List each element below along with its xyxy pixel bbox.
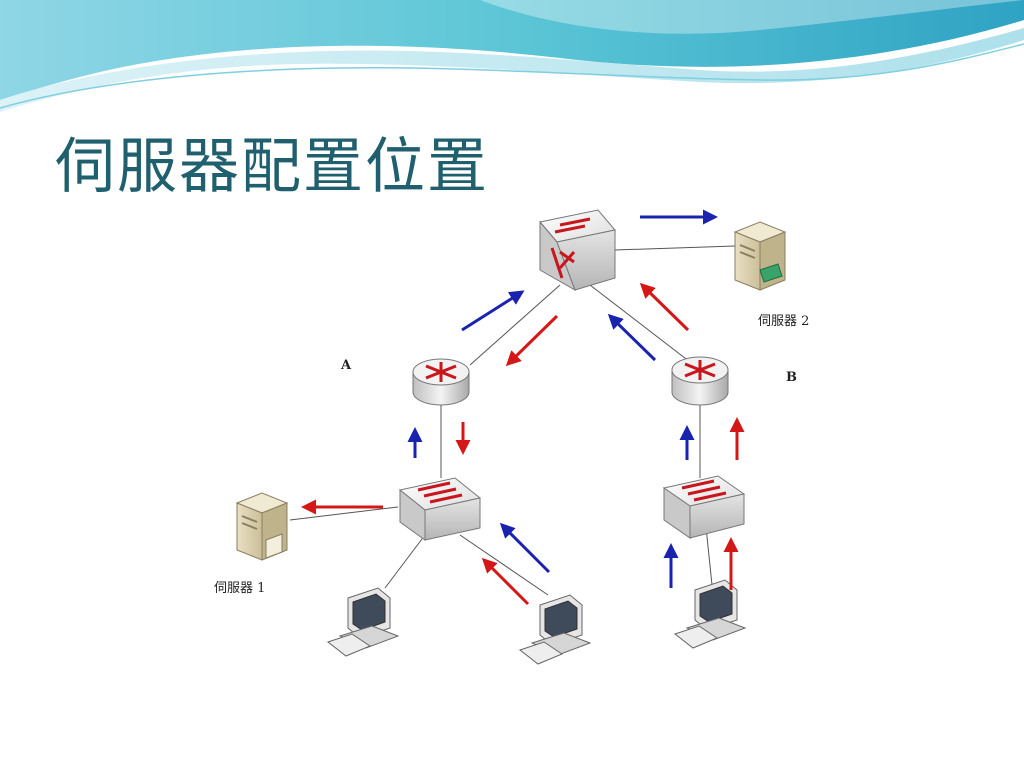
- arrow-core-to-a: [505, 314, 559, 367]
- label-server-2: 伺服器 2: [758, 314, 809, 329]
- slide-title: 伺服器配置位置: [55, 132, 489, 202]
- label-server-1: 伺服器 1: [214, 581, 265, 596]
- arrow-core-to-b: [639, 282, 690, 332]
- link-core-server2: [614, 245, 736, 251]
- link-core-router-a: [469, 284, 561, 366]
- arrow-a-to-core: [461, 290, 525, 332]
- label-router-b: B: [786, 370, 797, 385]
- link-switch-a-pc2: [459, 534, 549, 596]
- pc-icon: [673, 579, 747, 649]
- switch-icon: [662, 475, 746, 539]
- arrow-b-to-core: [607, 313, 657, 362]
- arrow-pc2-to-switch-a-blue: [499, 522, 551, 574]
- link-switch-a-server1: [289, 506, 399, 521]
- label-router-a: A: [340, 358, 352, 373]
- traffic-arrows: [301, 209, 745, 606]
- switch-icon: [398, 477, 482, 541]
- server-icon: [733, 221, 787, 291]
- header-wave-decoration: [0, 0, 1024, 112]
- arrow-pc2-to-switch-a-red: [481, 557, 530, 606]
- router-icon: [671, 356, 729, 406]
- core-switch-icon: [539, 209, 616, 292]
- link-switch-a-pc1: [384, 534, 426, 589]
- link-core-router-b: [589, 284, 691, 363]
- pc-icon: [518, 594, 592, 665]
- network-links: [289, 245, 736, 596]
- link-switch-b-pc3: [705, 526, 713, 586]
- server-icon: [235, 492, 289, 561]
- pc-icon: [326, 587, 400, 657]
- router-icon: [412, 358, 470, 406]
